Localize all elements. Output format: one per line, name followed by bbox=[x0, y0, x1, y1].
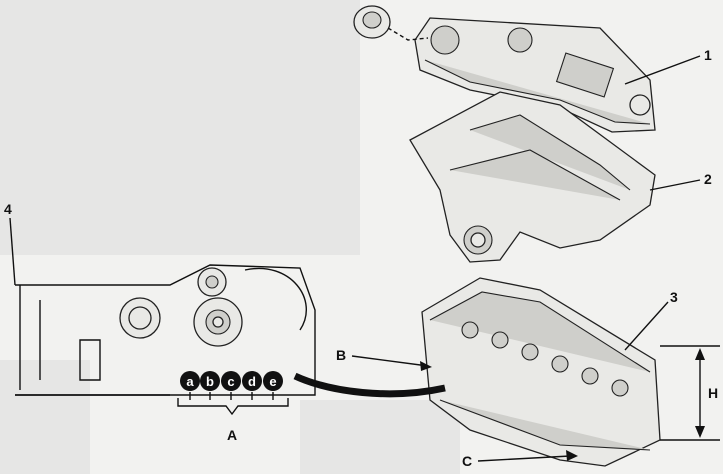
bolt-marker-d bbox=[242, 371, 262, 391]
bolt-label-c: c bbox=[227, 374, 234, 389]
bolt-marker-c bbox=[221, 371, 241, 391]
part-2-cam-carrier bbox=[409, 91, 656, 263]
callout-1-group: 1 bbox=[624, 47, 712, 85]
callout-B-group: B bbox=[336, 347, 432, 371]
bolt-label-e: e bbox=[269, 374, 276, 389]
callout-C-group: C bbox=[462, 450, 578, 469]
bolt-marker-e bbox=[263, 371, 283, 391]
callout-3-group: 3 bbox=[624, 289, 678, 351]
background-text-bleed bbox=[0, 0, 460, 474]
callout-2: 2 bbox=[704, 171, 712, 187]
dimension-H: H bbox=[660, 345, 720, 441]
bolt-marker-a bbox=[180, 371, 200, 391]
oil-filler-cap bbox=[353, 5, 429, 41]
bolt-marker-b bbox=[200, 371, 220, 391]
callout-1: 1 bbox=[704, 47, 712, 63]
bolt-label-a: a bbox=[186, 374, 194, 389]
callout-A: A bbox=[227, 427, 237, 443]
bolt-label-b: b bbox=[206, 374, 214, 389]
detail-view-4 bbox=[15, 264, 316, 396]
callout-4: 4 bbox=[4, 201, 12, 217]
callout-C: C bbox=[462, 453, 472, 469]
callout-B: B bbox=[336, 347, 346, 363]
callout-2-group: 2 bbox=[649, 171, 712, 191]
part-1-cam-cover bbox=[414, 17, 656, 133]
callout-4-group: 4 bbox=[4, 201, 16, 286]
callout-H: H bbox=[708, 385, 718, 401]
bracket-A: A bbox=[177, 398, 289, 443]
bolt-sequence: a b c d e bbox=[180, 371, 283, 400]
part-3-cylinder-head bbox=[421, 277, 661, 467]
detail-link-arrow bbox=[293, 372, 446, 398]
bolt-label-d: d bbox=[248, 374, 256, 389]
callout-3: 3 bbox=[670, 289, 678, 305]
